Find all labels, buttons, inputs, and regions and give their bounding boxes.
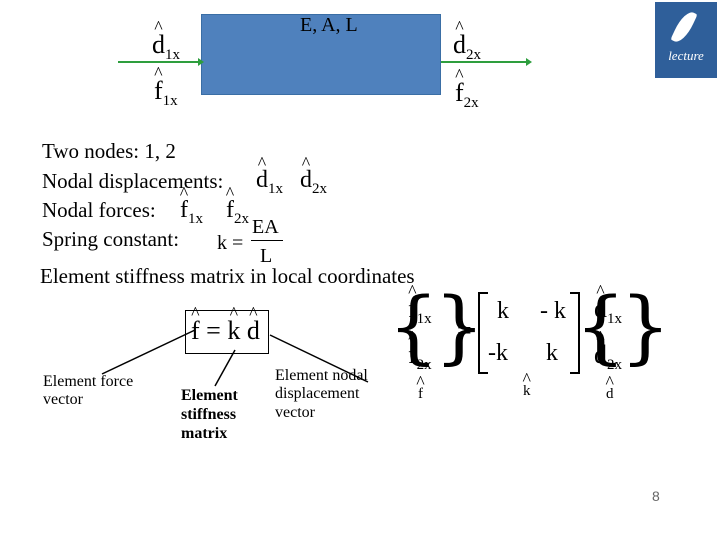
left-arrowhead — [198, 58, 204, 66]
matrix-d1x: d1x — [594, 296, 622, 327]
fraction-bar — [251, 240, 283, 241]
matrix-k22: k — [546, 340, 558, 366]
matrix-f2x: f2x — [408, 342, 432, 373]
matrix-f1x: f1x — [408, 296, 432, 327]
matrix-k21: -k — [488, 340, 508, 366]
small-k-symbol: k — [523, 384, 531, 399]
lecture-logo: lecture — [655, 2, 717, 78]
right-arrowhead — [526, 58, 532, 66]
d1x-symbol: d1x — [152, 32, 180, 63]
small-f-symbol: f — [418, 387, 423, 402]
k-equals: k = — [217, 232, 244, 254]
left-matrix-bracket — [478, 292, 488, 374]
right-disp-brace: } — [620, 280, 671, 373]
left-force-arrow-line — [118, 61, 202, 63]
right-force-brace: } — [434, 280, 485, 373]
matrix-equals: = — [457, 316, 472, 345]
small-d-symbol: d — [606, 387, 614, 402]
matrix-k12: - k — [540, 298, 566, 324]
compact-equation: f = k d — [191, 318, 260, 344]
displacements-line: Nodal displacements: — [42, 169, 224, 193]
force-f2x: f2x — [226, 198, 249, 227]
force-f1x: f1x — [180, 198, 203, 227]
matrix-d2x: d2x — [594, 342, 622, 373]
right-force-arrow-line — [441, 61, 527, 63]
forces-line: Nodal forces: — [42, 198, 156, 222]
d2x-symbol: d2x — [453, 32, 481, 63]
caption-stiffness-matrix: Element stiffness matrix — [181, 387, 238, 443]
section-heading: Element stiffness matrix in local coordi… — [40, 264, 415, 288]
right-matrix-bracket — [570, 292, 580, 374]
ea-numerator: EA — [252, 216, 279, 238]
nodes-line: Two nodes: 1, 2 — [42, 139, 176, 163]
disp-d2x: d2x — [300, 168, 327, 197]
f1x-symbol: f1x — [154, 78, 178, 109]
equation-box — [185, 310, 269, 354]
f2x-symbol: f2x — [455, 80, 479, 111]
spring-constant-line: Spring constant: — [42, 227, 180, 251]
caption-displacement-vector: Element nodal displacement vector — [275, 367, 368, 421]
bar-label: E, A, L — [300, 14, 358, 36]
caption-force-vector: Element force vector — [43, 373, 134, 409]
disp-d1x: d1x — [256, 168, 283, 197]
l-denominator: L — [260, 245, 273, 267]
bar-element — [201, 14, 441, 95]
logo-text: lecture — [668, 48, 704, 63]
matrix-k11: k — [497, 298, 509, 324]
page-number: 8 — [652, 488, 660, 504]
